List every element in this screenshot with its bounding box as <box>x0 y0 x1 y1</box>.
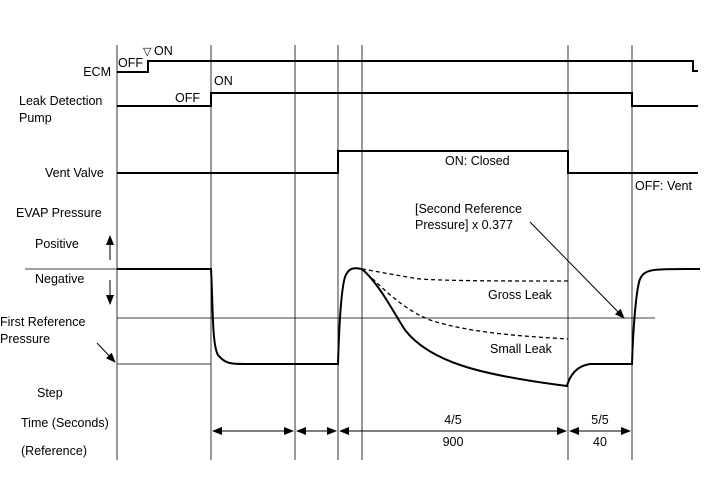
pump-label-line1: Leak Detection <box>19 94 102 108</box>
step-4-5-label: 4/5 <box>444 413 461 427</box>
ecm-on-text: ON <box>154 44 173 58</box>
evap-pressure-trace: Gross Leak Small Leak <box>117 267 701 388</box>
ecm-signal-line <box>117 60 698 73</box>
vent-valve-label: Vent Valve <box>45 166 104 180</box>
pump-off-text: OFF <box>175 91 200 105</box>
time-label: Time (Seconds) <box>21 416 109 430</box>
step-label: Step <box>37 386 63 400</box>
time-40-label: 40 <box>593 435 607 449</box>
ecm-label: ECM <box>83 65 111 79</box>
ecm-off-text: OFF <box>118 56 143 70</box>
gross-leak-label: Gross Leak <box>488 288 553 302</box>
ecm-on-marker-icon: ▽ <box>143 46 152 58</box>
second-reference-text-line1: [Second Reference <box>415 202 522 216</box>
second-reference-pointer <box>529 221 625 319</box>
time-intervals: 4/5 900 5/5 40 <box>212 413 631 449</box>
first-reference-label-line2: Pressure <box>0 332 50 346</box>
first-reference-pointer <box>96 342 116 363</box>
small-leak-label: Small Leak <box>490 342 553 356</box>
time-gridlines <box>116 45 633 460</box>
second-reference-text-line2: Pressure] x 0.377 <box>415 218 513 232</box>
evap-pressure-label: EVAP Pressure <box>16 206 102 220</box>
reference-label: (Reference) <box>21 444 87 458</box>
first-reference-label-line1: First Reference <box>0 315 85 329</box>
negative-label: Negative <box>35 272 84 286</box>
pump-label-line2: Pump <box>19 111 52 125</box>
gross-leak-dashed-line <box>361 268 569 282</box>
vent-off-vent-text: OFF: Vent <box>635 179 692 193</box>
ecm-signal: OFF ▽ ON <box>117 44 698 73</box>
evap-pressure-line <box>117 267 701 388</box>
vent-valve-signal-line <box>117 150 698 174</box>
positive-label: Positive <box>35 237 79 251</box>
vent-on-closed-text: ON: Closed <box>445 154 510 168</box>
time-900-label: 900 <box>443 435 464 449</box>
small-leak-dashed-line <box>361 268 569 340</box>
pump-signal-line <box>117 92 698 107</box>
step-5-5-label: 5/5 <box>591 413 608 427</box>
pump-on-text: ON <box>214 74 233 88</box>
pump-signal: OFF ON <box>117 74 698 107</box>
row-labels: ECM Leak Detection Pump Vent Valve EVAP … <box>0 65 111 458</box>
second-reference-annotation: [Second Reference Pressure] x 0.377 <box>415 202 625 319</box>
pressure-reference-lines <box>25 268 655 365</box>
pressure-polarity-arrows <box>96 235 116 363</box>
vent-valve-signal: ON: Closed OFF: Vent <box>117 150 698 193</box>
